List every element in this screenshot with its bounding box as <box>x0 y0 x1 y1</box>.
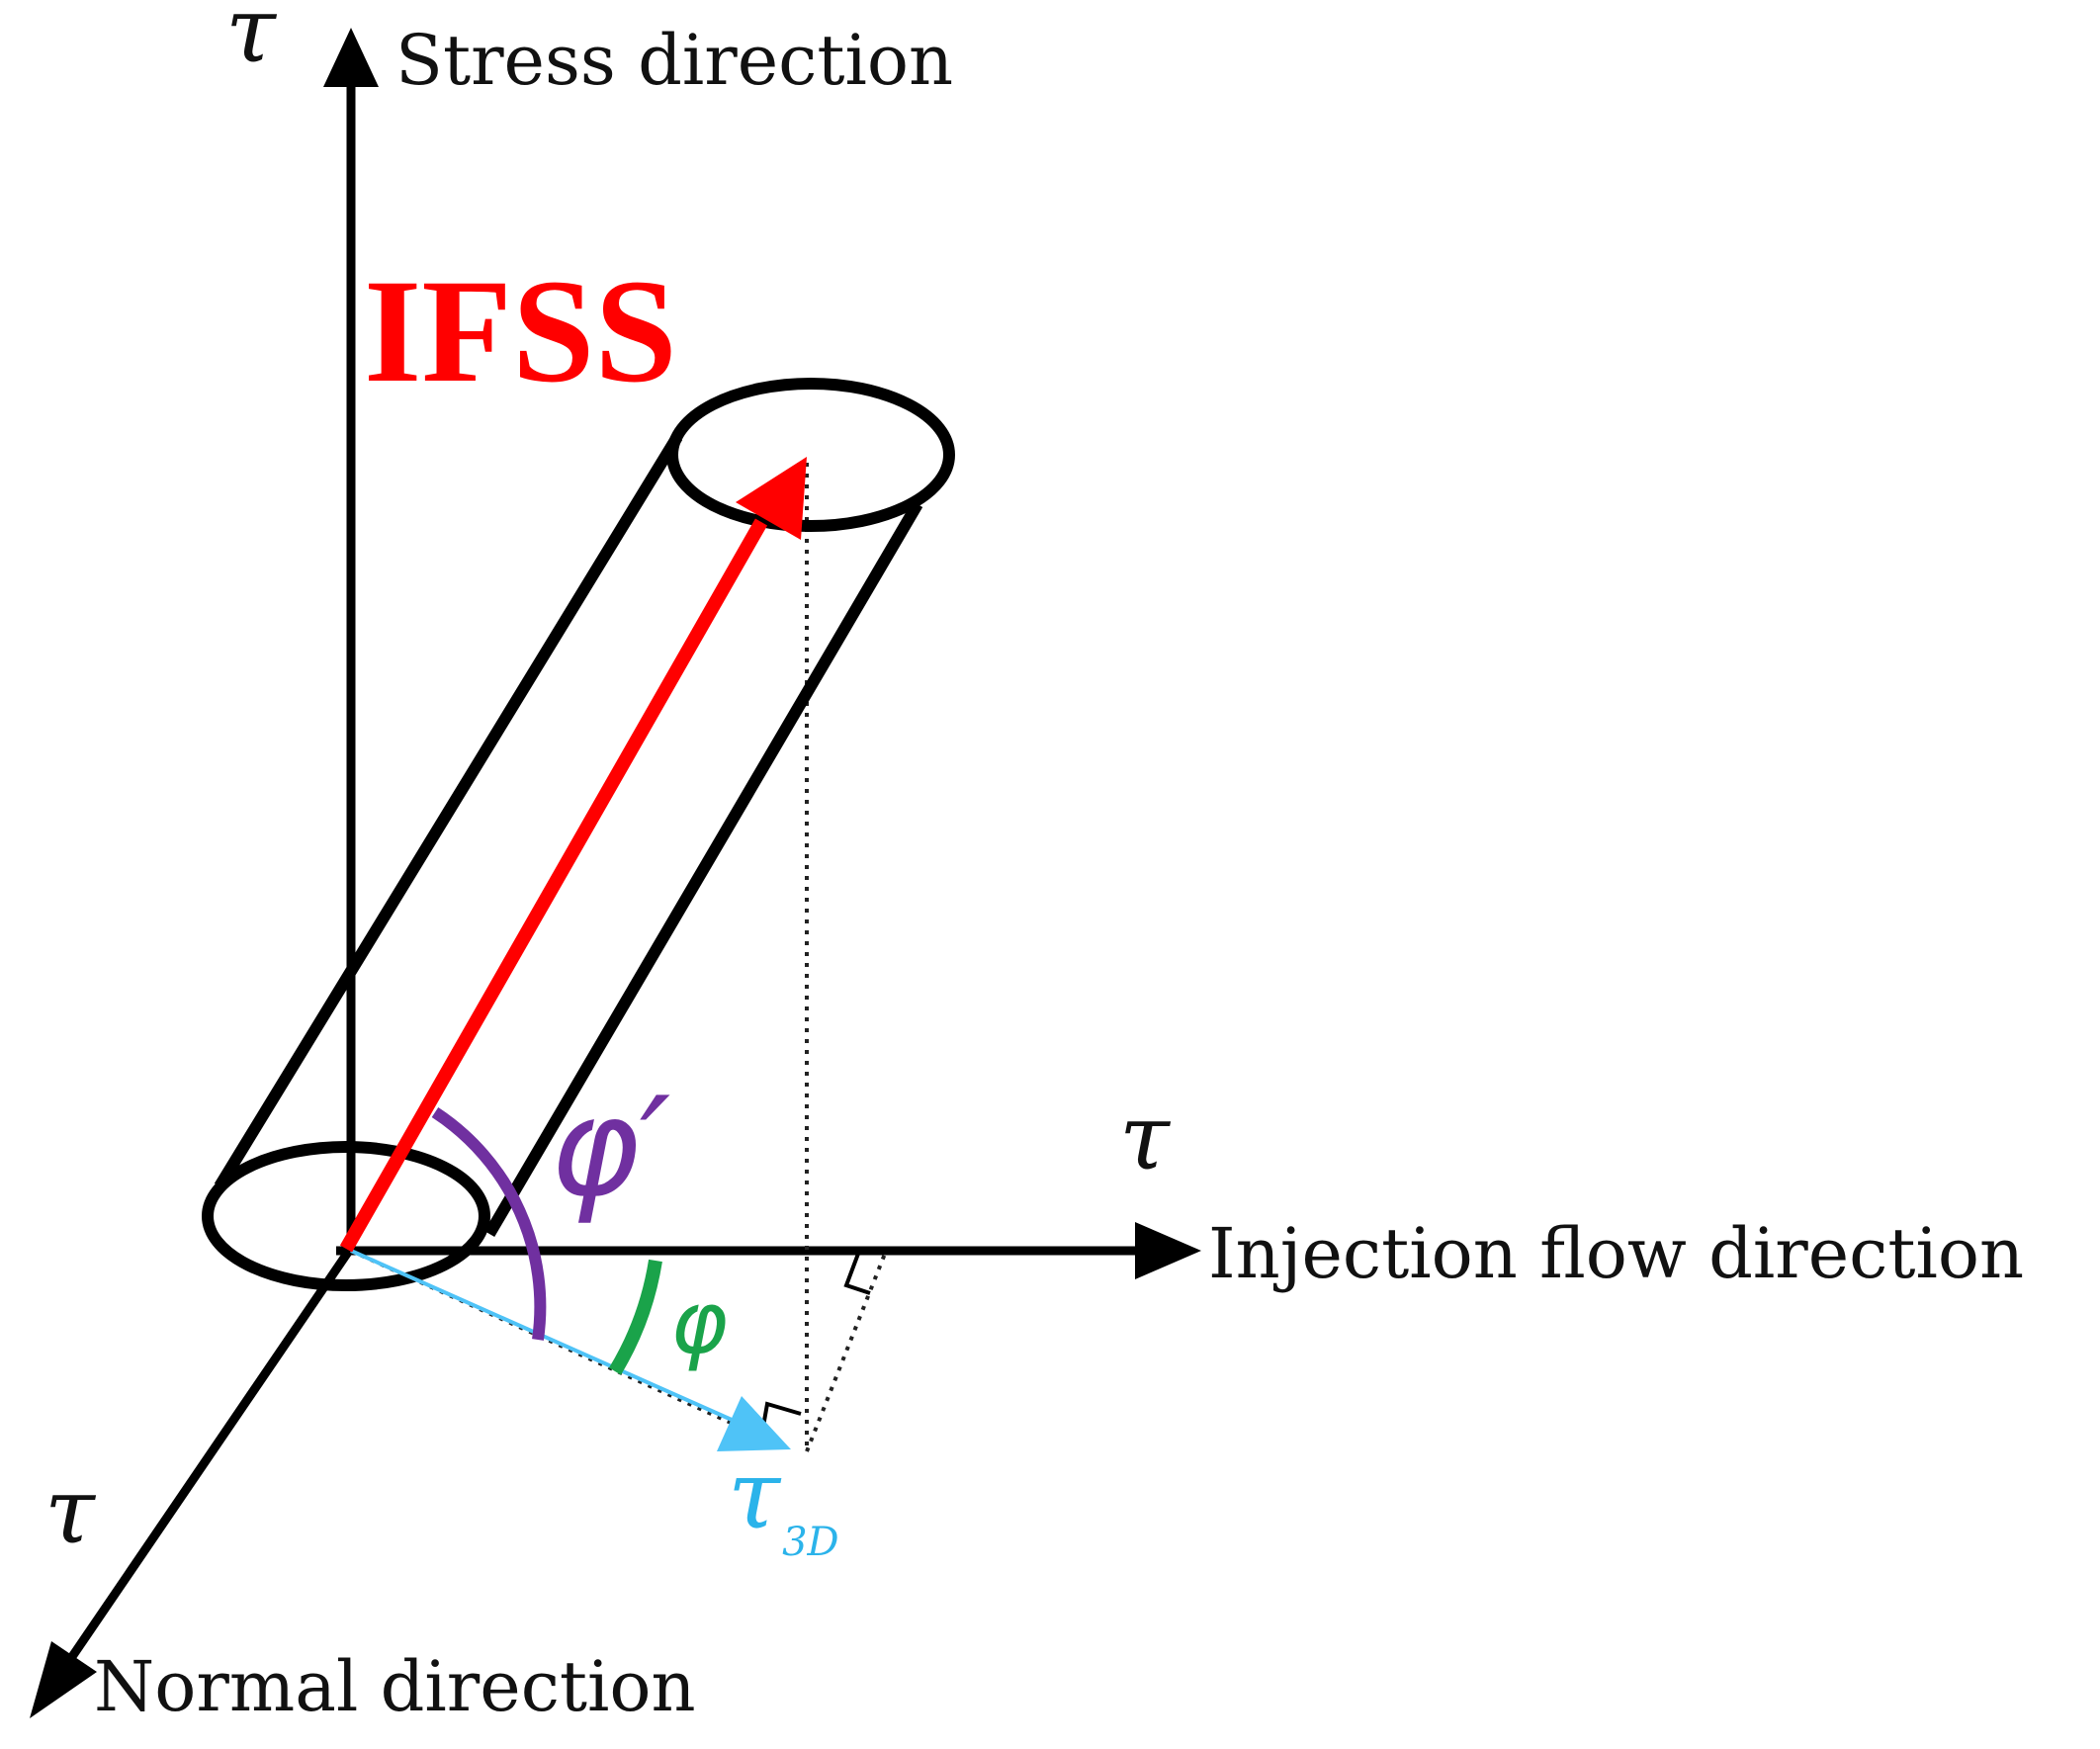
projection-guides <box>350 463 887 1452</box>
injection-axis-label: Injection flow direction <box>1208 1213 2024 1294</box>
cylinder-right-edge <box>483 500 923 1238</box>
ifss-arrowhead <box>736 457 807 540</box>
cylinder-top-ellipse <box>666 378 955 532</box>
stress-axis-label: Stress direction <box>395 20 953 101</box>
phi-label: φ <box>670 1271 728 1373</box>
phi-prime-label: φ′ <box>550 1068 670 1227</box>
tau3d-subscript: 3D <box>782 1520 839 1565</box>
injection-axis-arrowhead <box>1135 1222 1201 1279</box>
phi-arc <box>608 1259 662 1375</box>
guide-line-to-injection <box>805 1253 887 1452</box>
cylinder-left-edge <box>214 433 683 1190</box>
normal-axis-arrowhead <box>30 1641 97 1718</box>
normal-axis <box>30 1245 355 1718</box>
stress-axis-symbol: τ <box>225 0 278 83</box>
tau3d-arrowhead <box>717 1396 791 1451</box>
stress-axis <box>323 28 379 1248</box>
ifss-label: IFSS <box>364 249 677 413</box>
normal-axis-label: Normal direction <box>94 1646 696 1727</box>
right-angle-markers <box>759 1253 871 1439</box>
fiber-cylinder <box>202 378 955 1291</box>
injection-axis-symbol: τ <box>1119 1085 1172 1190</box>
tau3d-label: τ3D <box>728 1440 839 1565</box>
right-angle-marker-injection <box>843 1253 871 1295</box>
cylinder-bottom-ellipse <box>202 1141 490 1291</box>
phi-prime-arc <box>431 1106 547 1341</box>
normal-axis-symbol: τ <box>44 1458 97 1564</box>
stress-axis-arrowhead <box>323 28 379 87</box>
ifss-vector <box>339 457 807 1253</box>
tau3d-symbol: τ <box>728 1440 782 1550</box>
